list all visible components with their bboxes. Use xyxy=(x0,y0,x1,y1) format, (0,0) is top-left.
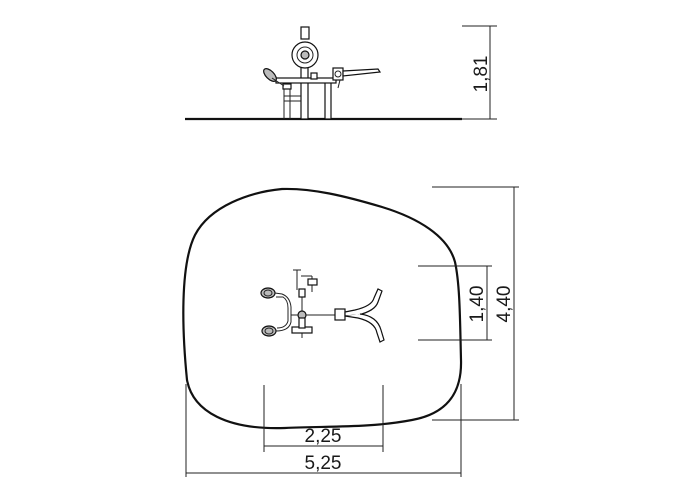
pedal-arm xyxy=(271,77,285,87)
inner-depth-label: 1,40 xyxy=(467,286,488,323)
frame-cap xyxy=(282,83,292,90)
handlebar-upper xyxy=(344,288,383,317)
pedal-frame xyxy=(274,292,292,332)
height-label: 1,81 xyxy=(471,56,492,93)
handle-pivot xyxy=(334,70,342,78)
outer-depth-label: 4,40 xyxy=(494,286,515,323)
safety-area-outline xyxy=(182,187,463,430)
elevation-view xyxy=(185,26,462,121)
width-dimensions: 2,25 5,25 xyxy=(185,384,462,477)
handlebar-lower xyxy=(344,313,385,343)
pedal-left-top-inner xyxy=(263,289,273,297)
wheel-hub xyxy=(300,50,310,60)
crank-block xyxy=(307,278,318,286)
crank-frame xyxy=(293,269,313,292)
equipment-plan xyxy=(260,269,385,343)
plan-view xyxy=(182,187,463,430)
handle-bar xyxy=(342,68,382,77)
inner-width-label: 2,25 xyxy=(305,426,342,447)
right-leg xyxy=(324,81,332,120)
pedal-frame-inner xyxy=(276,296,289,329)
pedal-left-bottom-inner xyxy=(264,327,274,335)
crank-post xyxy=(298,288,306,298)
cross-bar xyxy=(275,77,337,84)
column-clamp xyxy=(310,72,318,80)
handlebar-clamp xyxy=(334,308,346,321)
outer-width-label: 5,25 xyxy=(305,453,342,474)
depth-dimensions: 1,40 4,40 xyxy=(418,186,519,421)
wheel-mid xyxy=(296,46,314,64)
left-frame xyxy=(283,86,301,119)
height-dimension: 1,81 xyxy=(462,25,497,120)
wheel-post xyxy=(300,26,310,40)
base-stem xyxy=(298,317,306,329)
handle-link xyxy=(337,79,341,89)
